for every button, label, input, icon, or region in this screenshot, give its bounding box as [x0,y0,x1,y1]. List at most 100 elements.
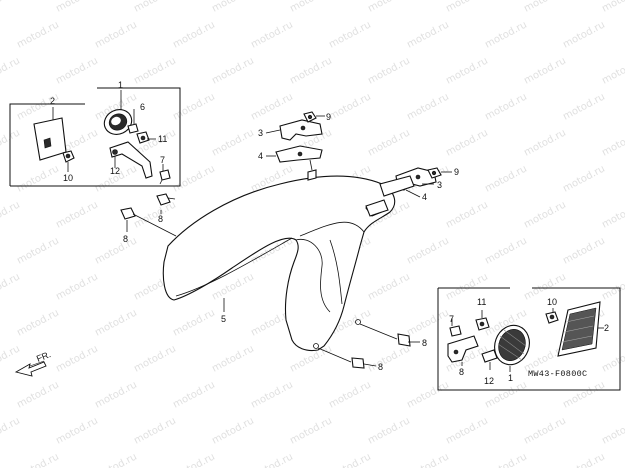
bolt-part-8-upper [156,193,176,206]
watermark-text: motod.ru [249,451,295,468]
bolt-part-7-left [159,169,171,185]
watermark-text: motod.ru [405,451,451,468]
watermark-text: motod.ru [444,415,490,446]
watermark-text: motod.ru [600,55,625,86]
watermark-text: motod.ru [93,451,139,468]
watermark-text: motod.ru [171,163,217,194]
callout-2-left: 2 [50,96,55,106]
watermark-text: motod.ru [366,271,412,302]
callout-6-left: 6 [140,102,145,112]
watermark-text: motod.ru [249,91,295,122]
watermark-text: motod.ru [93,379,139,410]
fender-stay-part-4-center [275,145,323,171]
watermark-text: motod.ru [366,415,412,446]
watermark-text: motod.ru [366,343,412,374]
watermark-text: motod.ru [405,379,451,410]
watermark-text: motod.ru [483,235,529,266]
watermark-text: motod.ru [0,271,22,302]
watermark-text: motod.ru [15,307,61,338]
watermark-text: motod.ru [171,19,217,50]
drawing-code: MW43-F0800C [528,369,587,379]
watermark-text: motod.ru [366,127,412,158]
bolt-part-8-right [359,323,411,347]
watermark-text: motod.ru [483,91,529,122]
watermark-text: motod.ru [483,163,529,194]
watermark-text: motod.ru [210,127,256,158]
watermark-text: motod.ru [210,415,256,446]
watermark-text: motod.ru [171,379,217,410]
nut-part-11-left [136,131,150,144]
watermark-text: motod.ru [444,127,490,158]
reflector-part-right [557,301,601,357]
watermark-text: motod.ru [600,343,625,374]
watermark-text: motod.ru [483,19,529,50]
watermark-text: motod.ru [54,343,100,374]
watermark-text: motod.ru [522,415,568,446]
watermark-text: motod.ru [405,91,451,122]
bolt-part-8-left [120,207,177,237]
callout-8-lower: 8 [378,362,383,372]
watermark-text: motod.ru [15,451,61,468]
bolt-part-12-right [481,349,498,363]
watermark-text: motod.ru [15,235,61,266]
watermark-text: motod.ru [288,0,334,15]
watermark-text: motod.ru [327,19,373,50]
watermark-text: motod.ru [405,19,451,50]
watermark-text: motod.ru [327,91,373,122]
watermark-text: motod.ru [522,199,568,230]
watermark-text: motod.ru [171,91,217,122]
watermark-text: motod.ru [600,415,625,446]
collar-part-6-left [127,123,139,134]
callout-10-left: 10 [63,173,73,183]
callout-8-upper: 8 [158,214,163,224]
watermark-text: motod.ru [15,163,61,194]
watermark-text: motod.ru [171,307,217,338]
callout-12-right: 12 [484,376,494,386]
callout-12-left: 12 [110,166,120,176]
callout-4-right: 4 [422,192,427,202]
inset-bottom-right [437,287,621,391]
callout-9-right: 9 [454,167,459,177]
watermark-text: motod.ru [0,127,22,158]
callout-8-right-inset: 8 [459,367,464,377]
callout-5: 5 [221,314,226,324]
callout-3-center: 3 [258,128,263,138]
callout-2-right: 2 [604,323,609,333]
callout-10-right: 10 [547,297,557,307]
watermark-text: motod.ru [561,91,607,122]
watermark-text: motod.ru [0,0,22,15]
watermark-text: motod.ru [210,0,256,15]
watermark-text: motod.ru [54,271,100,302]
watermark-text: motod.ru [483,451,529,468]
callout-1-right: 1 [508,373,513,383]
callout-11-left: 11 [158,134,167,144]
watermark-text: motod.ru [93,235,139,266]
watermark-text: motod.ru [0,199,22,230]
watermark-text: motod.ru [444,0,490,15]
nut-part-9-right [427,167,442,179]
watermark-text: motod.ru [210,55,256,86]
watermark-text: motod.ru [405,235,451,266]
callout-7-right: 7 [449,314,454,324]
watermark-text: motod.ru [54,55,100,86]
nut-part-10-left [62,150,75,163]
watermark-text: motod.ru [93,19,139,50]
watermark-text: motod.ru [444,199,490,230]
watermark-text: motod.ru [405,307,451,338]
watermark-text: motod.ru [288,55,334,86]
watermark-text: motod.ru [0,55,22,86]
fender-stay-part-4-right [365,175,415,217]
watermark-text: motod.ru [327,451,373,468]
round-reflector-part-1-right [494,324,530,366]
watermark-text: motod.ru [327,379,373,410]
bracket-part-8-right-inset [447,335,479,363]
nut-part-11-right [475,317,490,331]
watermark-text: motod.ru [93,307,139,338]
watermark-text: motod.ru [600,0,625,15]
callout-8-left: 8 [123,234,128,244]
bolt-part-8-lower [317,347,365,369]
callout-9-center: 9 [326,112,331,122]
watermark-text: motod.ru [522,55,568,86]
nut-part-10-right [545,311,559,324]
